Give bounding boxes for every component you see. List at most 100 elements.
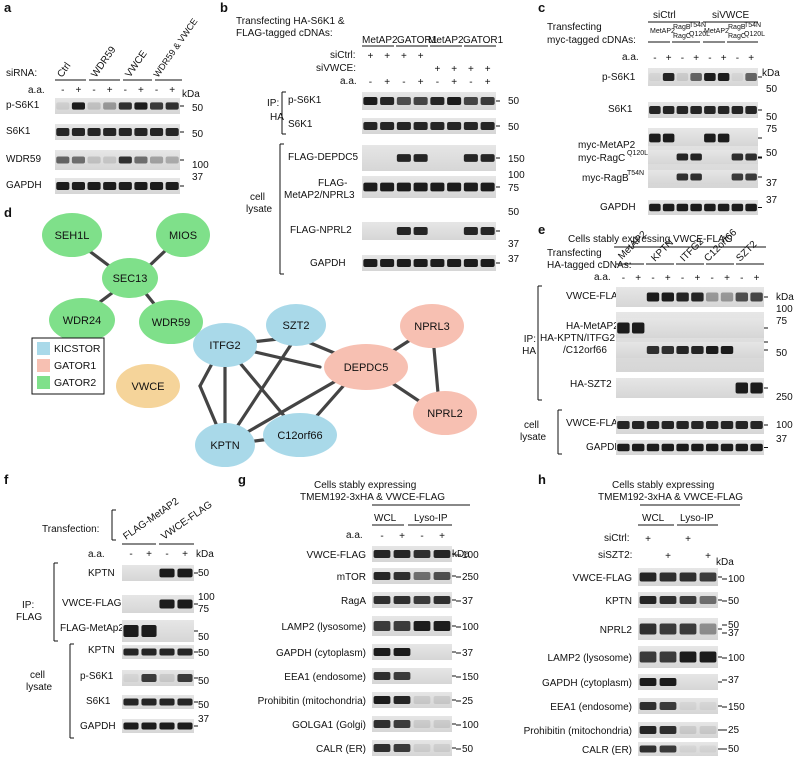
row-label-kptn-lys: KPTN — [88, 645, 115, 656]
lysate-label2-b: lysate — [246, 204, 273, 215]
condition-sign: - — [740, 273, 743, 284]
node-itfg2 — [193, 323, 257, 367]
group-e-4: C12orf66 — [702, 227, 739, 264]
condition-sign: + — [182, 549, 188, 560]
blot-c-ragc-band — [745, 153, 757, 161]
row-label-vwce-flag-ip: VWCE-FLAG — [566, 291, 626, 302]
blot-g-row2-band — [413, 572, 431, 580]
blot-e-vwce-lys-band — [617, 420, 630, 430]
blot-a-ps6k1-band — [71, 102, 85, 110]
blot-b-s6k1-band — [396, 122, 411, 130]
row-label-flag-metap2: FLAG-MetAp2 — [60, 623, 124, 634]
blots-b — [362, 92, 500, 271]
blot-g-row8-band — [433, 720, 451, 728]
blot-f-kptn-lys-strip — [122, 645, 194, 659]
panel-letter-c: c — [538, 0, 545, 15]
lysate-label-e: cell — [524, 420, 539, 431]
blot-g-row8-band — [413, 720, 431, 728]
row-label-myc-ragc: myc-RagC — [578, 153, 625, 164]
blot-e-kptn-band — [661, 346, 675, 354]
blot-a-gapdh-band — [165, 182, 179, 190]
blot-f-gapdh-band — [177, 722, 193, 730]
condition-sign: - — [129, 549, 132, 560]
condition-sign: + — [685, 534, 691, 545]
blot-c-ps6k1-band — [649, 72, 661, 82]
size-marker: 100 — [462, 720, 479, 731]
blot-f-ps6k1-band — [177, 674, 193, 682]
condition-sign: + — [724, 273, 730, 284]
condition-sign: - — [736, 53, 739, 64]
blot-a-wdr59-band — [71, 156, 85, 164]
condition-sign: - — [651, 273, 654, 284]
kda-label-a: kDa — [182, 89, 200, 100]
node-vwce — [116, 364, 180, 408]
size-marker: 50 — [728, 620, 740, 631]
condition-sign: + — [468, 64, 474, 75]
sub-ragc-c1: RagC — [673, 33, 691, 40]
panel-e: e Cells stably expressing VWCE-FLAG Tran… — [520, 222, 794, 455]
size-marker: 37 — [462, 648, 474, 659]
condition-sign: + — [451, 77, 457, 88]
blot-e-kptn-strip — [616, 342, 764, 358]
row-label: VWCE-FLAG — [307, 550, 367, 561]
blot-e-vwce-lys-band — [720, 420, 734, 430]
kda-label-e: kDa — [776, 292, 794, 303]
size-marker: 150 — [462, 672, 479, 683]
blot-b-metap2-band — [413, 182, 428, 192]
blot-g-row4-band — [413, 621, 431, 631]
row-label-gapdh-e: GAPDH — [586, 442, 622, 453]
blot-e-gapdh-band — [676, 443, 689, 452]
sub-metap2-c2: MetAP2 — [704, 28, 729, 35]
group-h-1: WCL — [642, 513, 665, 524]
blot-a-gapdh-strip — [55, 178, 180, 194]
node-seh1l — [42, 213, 102, 257]
blot-g-row1-band — [413, 550, 431, 558]
network-nodes: SEH1L MIOS SEC13 WDR24 WDR59 ITFG2 SZT2 … — [42, 213, 477, 467]
aa-label-g: a.a. — [346, 530, 363, 541]
marker-e-ip-2: 75 — [776, 316, 788, 327]
marker-c-3: 75 — [766, 124, 778, 135]
row-label: Prohibitin (mitochondria) — [524, 726, 632, 737]
blot-e-metap2-strip — [616, 318, 764, 338]
sup-q120l-c2: Q120L — [744, 31, 765, 38]
blot-c-metap2-strip — [648, 130, 758, 146]
blot-c-s6k1-band — [745, 106, 757, 114]
node-depdc5 — [324, 344, 408, 390]
panel-g: g Cells stably expressing TMEM192-3xHA &… — [238, 472, 479, 756]
node-label-nprl2: NPRL2 — [427, 408, 462, 420]
group-e-5: SZT2 — [734, 239, 759, 264]
condition-sign: + — [754, 273, 760, 284]
blot-h-row3-strip — [638, 618, 718, 640]
blot-b-metap2-strip — [362, 176, 496, 198]
blot-f-kptn-lys-band — [159, 648, 175, 656]
lysate-label-f: cell — [30, 670, 45, 681]
blot-a-s6k1-band — [56, 128, 70, 136]
condition-sign: + — [384, 51, 390, 62]
node-label-nprl3: NPRL3 — [414, 321, 449, 333]
row-label: CALR (ER) — [582, 745, 632, 756]
lane-label-wdr59: WDR59 — [89, 44, 118, 79]
condition-sign: + — [399, 531, 405, 542]
marker-c-6: 37 — [766, 195, 778, 206]
blot-h-row4-band — [679, 651, 697, 663]
marker-e-ip-1: 100 — [776, 304, 793, 315]
blot-h-row8-band — [679, 745, 697, 753]
node-label-mios: MIOS — [169, 230, 197, 242]
blot-a-ps6k1-strip — [55, 98, 180, 114]
marker-a-4: 37 — [192, 172, 204, 183]
blot-e-vwce-lys-strip — [616, 416, 764, 434]
title2-b: FLAG-tagged cDNAs: — [236, 28, 333, 39]
aa-label-e: a.a. — [594, 272, 611, 283]
blot-f-metap2-band — [123, 624, 139, 638]
blot-a-wdr59-band — [56, 156, 70, 164]
panel-letter-a: a — [4, 0, 12, 15]
blot-e-kptn-band — [691, 346, 704, 354]
blot-g-row4-band — [393, 621, 411, 631]
node-label-c12orf66: C12orf66 — [277, 430, 322, 442]
blot-h-row5-strip — [638, 674, 718, 690]
blot-g-row9-band — [433, 744, 451, 752]
blot-h-row3-band — [679, 623, 697, 635]
blot-b-gapdh-band — [430, 259, 445, 267]
condition-sign: + — [451, 64, 457, 75]
